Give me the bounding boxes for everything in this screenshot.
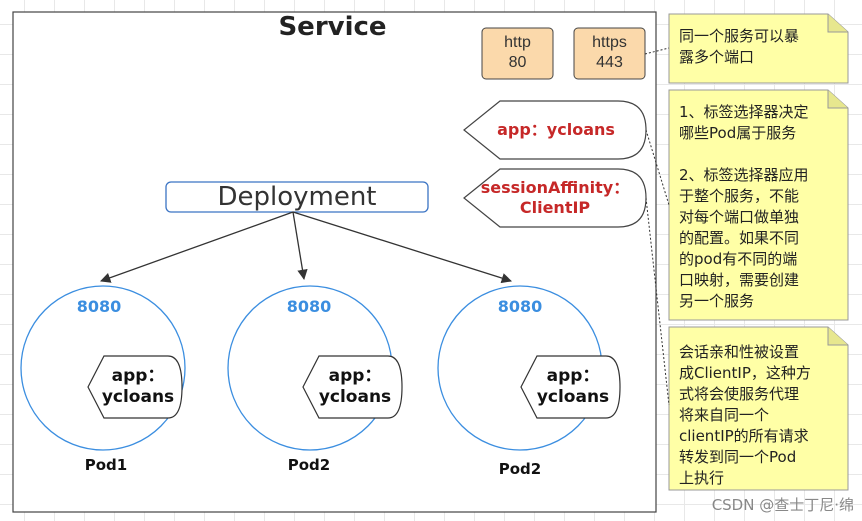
arrow-to-pod3	[292, 211, 512, 284]
port-https: https 443	[574, 33, 645, 73]
note-affinity-line4: 将来自同一个	[679, 406, 770, 424]
connector-affinity-note	[645, 197, 670, 406]
port-http-name: http	[504, 34, 531, 51]
note-ports-shape	[668, 13, 849, 84]
pod1-name: Pod1	[84, 456, 128, 474]
note-selector-line9: 口映射，需要创建	[679, 271, 800, 289]
port-http-number: 80	[508, 54, 527, 71]
pod1-label-shape	[87, 355, 183, 419]
note-selector-line5: 于整个服务，不能	[679, 187, 800, 205]
deployment-label: Deployment	[217, 182, 377, 212]
note-selector-line6: 对每个端口做单独	[679, 208, 800, 226]
pod2-label-line2: ycloans	[318, 387, 392, 407]
port-http: http 80	[482, 33, 553, 73]
pod3-label: app： ycloans	[523, 366, 623, 408]
affinity-tag-line1: sessionAffinity：	[480, 178, 630, 197]
pod2-port: 8080	[286, 297, 332, 316]
note-affinity-line6: 转发到同一个Pod	[679, 448, 797, 466]
note-affinity: 会话亲和性被设置 成ClientIP，这种方 式将会使服务代理 将来自同一个 c…	[679, 342, 844, 489]
port-https-name: https	[592, 34, 627, 51]
note-selector-shape	[668, 89, 849, 321]
pod3-port: 8080	[497, 297, 543, 316]
pod3-label-shape	[520, 355, 621, 419]
port-box-http	[481, 27, 554, 80]
note-affinity-line2: 成ClientIP，这种方	[679, 364, 811, 382]
pod3-label-line1: app：	[546, 366, 600, 386]
note-selector-line4: 2、标签选择器应用	[679, 166, 809, 184]
note-selector-gap	[679, 144, 844, 165]
note-selector-line8: 的pod有不同的端	[679, 250, 798, 268]
note-selector-line1: 1、标签选择器决定	[679, 103, 809, 121]
pod1-port: 8080	[76, 297, 122, 316]
note-selector-line7: 的配置。如果不同	[679, 229, 800, 247]
connector-selector-note	[645, 129, 670, 206]
note-affinity-line1: 会话亲和性被设置	[679, 343, 800, 361]
watermark: CSDN @查士丁尼·绵	[711, 496, 854, 514]
note-selector-line10: 另一个服务	[679, 292, 755, 310]
service-title: Service	[278, 12, 387, 42]
note-selector-fold	[827, 90, 848, 109]
affinity-tag: sessionAffinity： ClientIP	[470, 178, 640, 218]
note-affinity-line3: 式将会使服务代理	[679, 385, 800, 403]
deployment-box	[165, 181, 429, 213]
selector-tag: app：ycloans	[497, 120, 615, 139]
note-affinity-line5: clientIP的所有请求	[679, 427, 809, 445]
pod1-label-line2: ycloans	[101, 387, 175, 407]
pod2-name: Pod2	[287, 456, 331, 474]
note-ports-line2: 露多个端口	[679, 48, 755, 66]
note-ports: 同一个服务可以暴 露多个端口	[679, 26, 844, 68]
note-ports-line1: 同一个服务可以暴	[679, 27, 800, 45]
note-affinity-fold	[827, 327, 848, 346]
pod2-label: app： ycloans	[305, 366, 405, 408]
pod1-label: app： ycloans	[88, 366, 188, 408]
affinity-tag-line2: ClientIP	[519, 198, 591, 217]
arrow-to-pod1	[100, 211, 294, 283]
note-ports-fold	[827, 14, 848, 33]
connector-ports-note	[644, 47, 670, 55]
pod1-label-line1: app：	[111, 366, 165, 386]
pod3-name: Pod2	[498, 460, 542, 478]
port-https-number: 443	[596, 54, 623, 71]
pod2-label-shape	[302, 355, 403, 419]
note-affinity-shape	[668, 326, 849, 491]
note-affinity-line7: 上执行	[679, 469, 725, 487]
note-selector-line2: 哪些Pod属于服务	[679, 124, 797, 142]
pod2-label-line1: app：	[328, 366, 382, 386]
arrow-to-pod2	[292, 211, 308, 281]
pod3-label-line2: ycloans	[536, 387, 610, 407]
note-selector: 1、标签选择器决定 哪些Pod属于服务 2、标签选择器应用 于整个服务，不能 对…	[679, 102, 844, 312]
